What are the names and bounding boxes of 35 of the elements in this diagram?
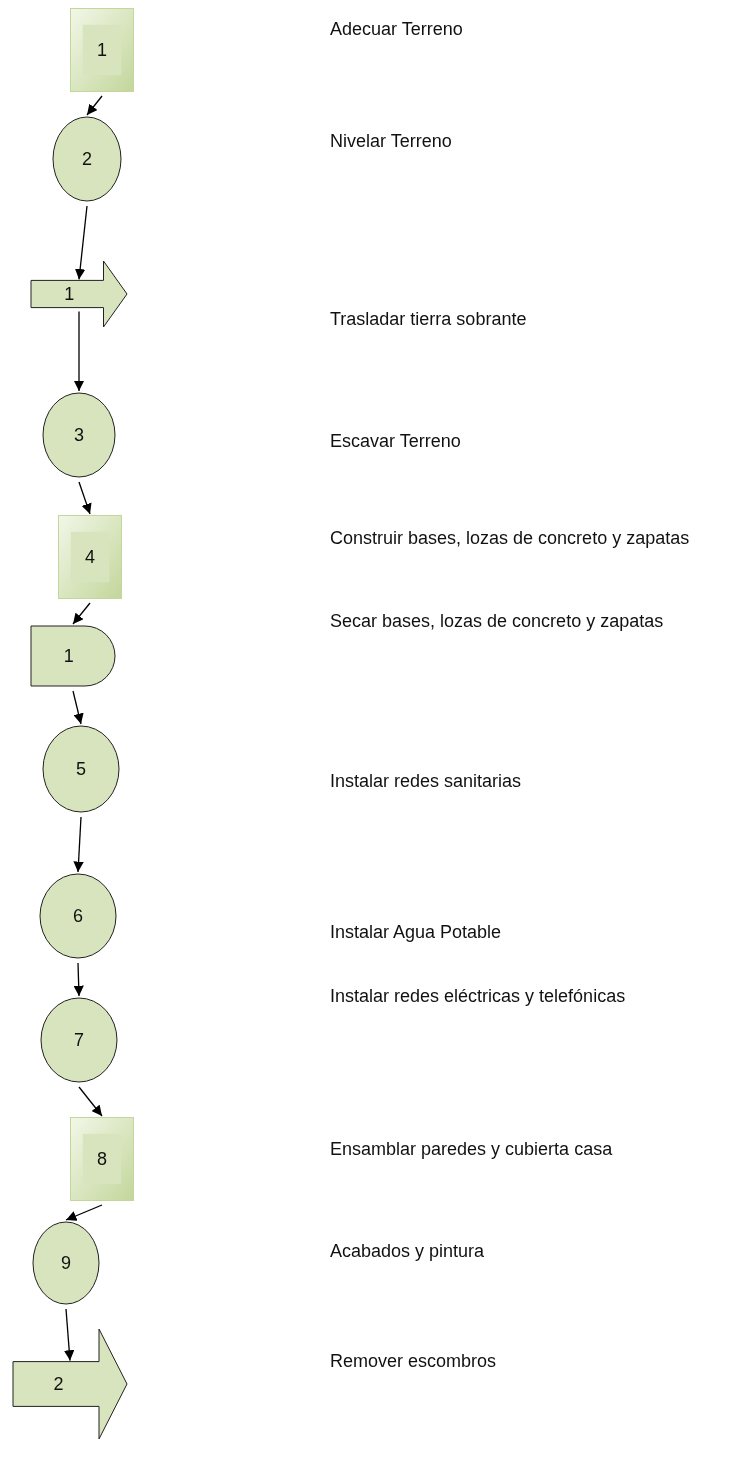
step-number: 1 <box>97 39 107 61</box>
arrow <box>65 1204 103 1221</box>
arrow <box>73 816 84 873</box>
step-number: 4 <box>85 546 95 568</box>
step-number: 2 <box>82 148 92 170</box>
activity-description: Construir bases, lozas de concreto y zapatas <box>330 527 691 550</box>
activity-description: Secar bases, lozas de concreto y zapatas <box>330 610 665 633</box>
step-number: 9 <box>61 1252 71 1274</box>
step-number: 7 <box>74 1029 84 1051</box>
activity-description: Trasladar tierra sobrante <box>330 308 528 331</box>
activity-description: Adecuar Terreno <box>330 18 464 41</box>
step-number: 1 <box>64 283 75 305</box>
activity-description: Ensamblar paredes y cubierta casa <box>330 1138 614 1161</box>
arrow <box>78 1086 103 1117</box>
step-number: 5 <box>76 758 86 780</box>
step-number: 2 <box>53 1373 64 1395</box>
activity-description: Instalar redes sanitarias <box>330 770 523 793</box>
arrow <box>78 481 92 515</box>
step-number: 8 <box>97 1148 107 1170</box>
arrow <box>72 690 84 725</box>
arrow <box>73 962 84 997</box>
step-number: 1 <box>63 645 74 667</box>
step-number: 6 <box>73 905 83 927</box>
arrow <box>72 602 91 625</box>
arrow <box>86 95 103 116</box>
activity-description: Nivelar Terreno <box>330 130 453 153</box>
arrow <box>73 310 85 392</box>
arrow <box>74 205 88 281</box>
arrow <box>64 1308 75 1362</box>
activity-description: Remover escombros <box>330 1350 498 1373</box>
activity-description: Instalar Agua Potable <box>330 921 503 944</box>
activity-description: Acabados y pintura <box>330 1240 486 1263</box>
step-number: 3 <box>74 424 84 446</box>
activity-description: Instalar redes eléctricas y telefónicas <box>330 985 627 1008</box>
activity-description: Escavar Terreno <box>330 430 462 453</box>
